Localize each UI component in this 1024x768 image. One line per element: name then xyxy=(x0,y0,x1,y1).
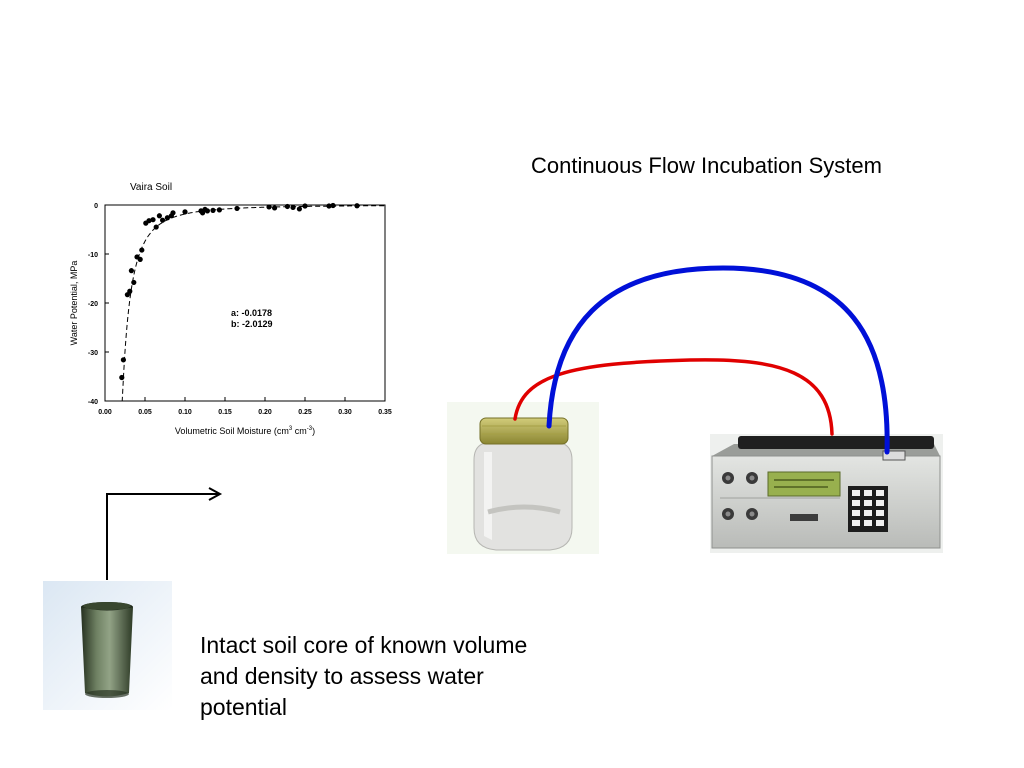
x-tick-label: 0.00 xyxy=(98,409,112,416)
y-axis-ticks: 0 -10 -20 -30 -40 xyxy=(88,203,109,406)
data-point xyxy=(137,256,143,262)
data-point xyxy=(156,213,162,219)
data-point xyxy=(354,203,360,209)
soil-core-caption: Intact soil core of known volume and den… xyxy=(200,632,528,720)
arrow-icon xyxy=(106,487,223,580)
x-tick-label: 0.05 xyxy=(138,409,152,416)
x-axis-label: Volumetric Soil Moisture (cm3 cm-3) xyxy=(175,426,315,436)
data-point xyxy=(204,208,210,214)
y-tick-label: 0 xyxy=(94,203,98,210)
gas-analyzer-image xyxy=(710,434,943,553)
fit-param-b: b: -2.0129 xyxy=(231,319,273,329)
slide-title: Continuous Flow Incubation System xyxy=(531,153,882,178)
data-point xyxy=(326,203,332,209)
data-point xyxy=(266,204,272,210)
data-point xyxy=(216,207,222,213)
fit-curve xyxy=(121,205,385,402)
soil-core-image xyxy=(43,581,172,710)
data-point xyxy=(160,217,166,223)
y-tick-label: -30 xyxy=(88,350,98,357)
data-point xyxy=(290,204,296,211)
x-tick-label: 0.35 xyxy=(378,409,392,416)
data-point xyxy=(284,203,290,210)
data-point xyxy=(119,374,125,381)
data-points xyxy=(119,202,360,381)
fit-param-a: a: -0.0178 xyxy=(231,308,272,318)
x-tick-label: 0.25 xyxy=(298,409,312,416)
data-point xyxy=(153,224,159,230)
data-point xyxy=(131,279,137,286)
data-point xyxy=(128,268,134,274)
red-tube xyxy=(513,358,834,436)
data-point xyxy=(302,203,308,209)
y-tick-label: -20 xyxy=(88,301,98,308)
data-point xyxy=(330,202,336,209)
data-point xyxy=(127,288,133,294)
y-tick-label: -40 xyxy=(88,399,98,406)
data-point xyxy=(234,205,240,212)
data-point xyxy=(164,215,170,221)
x-tick-label: 0.20 xyxy=(258,409,272,416)
data-point xyxy=(296,206,302,212)
data-point xyxy=(170,210,176,216)
data-point xyxy=(150,217,156,223)
y-axis-label: Water Potential, MPa xyxy=(69,261,79,346)
data-point xyxy=(120,357,126,363)
mason-jar-image xyxy=(447,402,599,554)
x-tick-label: 0.30 xyxy=(338,409,352,416)
x-tick-label: 0.10 xyxy=(178,409,192,416)
y-tick-label: -10 xyxy=(88,252,98,259)
data-point xyxy=(210,207,216,213)
x-tick-label: 0.15 xyxy=(218,409,232,416)
data-point xyxy=(139,247,145,253)
data-point xyxy=(182,209,188,215)
data-point xyxy=(146,218,152,224)
blue-tube xyxy=(546,265,890,455)
x-axis-ticks: 0.00 0.05 0.10 0.15 0.20 0.25 0.30 0.35 xyxy=(98,397,392,416)
chart-title: Vaira Soil xyxy=(130,182,172,193)
data-point xyxy=(272,205,278,211)
